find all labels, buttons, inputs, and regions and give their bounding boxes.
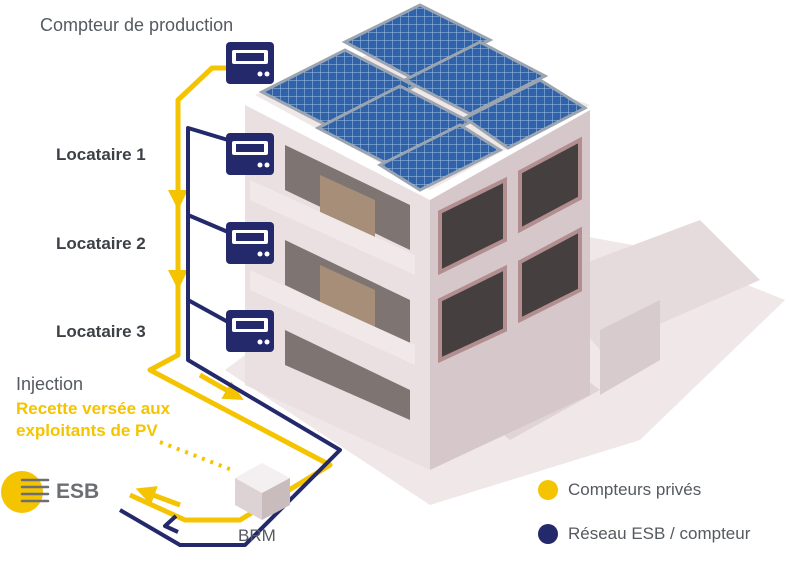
legend-label: Compteurs privés: [568, 480, 702, 499]
legend-item-esb-network: Réseau ESB / compteur: [538, 524, 750, 544]
legend-navy-dot: [538, 524, 558, 544]
injection-dotted-line: [159, 440, 233, 472]
tenant-1-label: Locataire 1: [56, 145, 146, 164]
legend-yellow-dot: [538, 480, 558, 500]
tenant-3-label: Locataire 3: [56, 322, 146, 341]
esb-logo-icon: [1, 471, 50, 513]
legend-item-private-meters: Compteurs privés: [538, 480, 701, 500]
private-meter-lines: [128, 65, 333, 523]
brm-label: BRM: [238, 526, 276, 545]
production-meter-label: Compteur de production: [40, 15, 234, 35]
revenue-label-line2: exploitants de PV: [16, 421, 158, 440]
solar-panel-icon: [258, 3, 589, 192]
legend-label: Réseau ESB / compteur: [568, 524, 751, 543]
tenant-2-label: Locataire 2: [56, 234, 146, 253]
meter-icon: [226, 42, 274, 352]
injection-label: Injection: [16, 374, 84, 394]
revenue-label-line1: Recette versée aux: [16, 399, 171, 418]
esb-label: ESB: [56, 480, 100, 503]
brm-box-icon: [235, 463, 290, 520]
esb-network-lines: [118, 126, 342, 547]
